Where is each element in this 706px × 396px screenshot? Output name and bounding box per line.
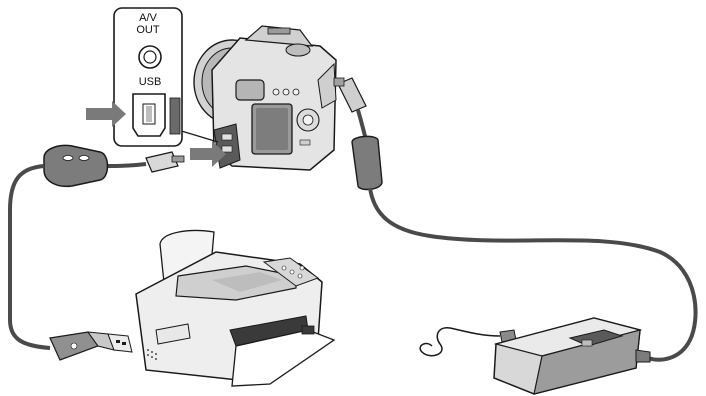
printer-usb-socket	[302, 326, 314, 334]
ac-mains-cord	[420, 328, 500, 356]
dc-cable	[334, 78, 696, 360]
mode-dial	[286, 44, 310, 56]
av-out-label-line1: A/V	[139, 12, 157, 24]
av-out-label-line2: OUT	[136, 24, 160, 36]
round-port-icon	[139, 46, 161, 68]
ac-adapter	[420, 318, 650, 394]
photo-printer	[136, 231, 334, 387]
dc-ferrite-core	[352, 136, 382, 189]
callout-connector-line	[178, 130, 218, 142]
usb-ferrite-core	[44, 146, 108, 187]
usb-mini-b-port-icon	[133, 94, 165, 136]
camera-viewfinder	[236, 80, 264, 100]
usb-label: USB	[139, 76, 162, 88]
